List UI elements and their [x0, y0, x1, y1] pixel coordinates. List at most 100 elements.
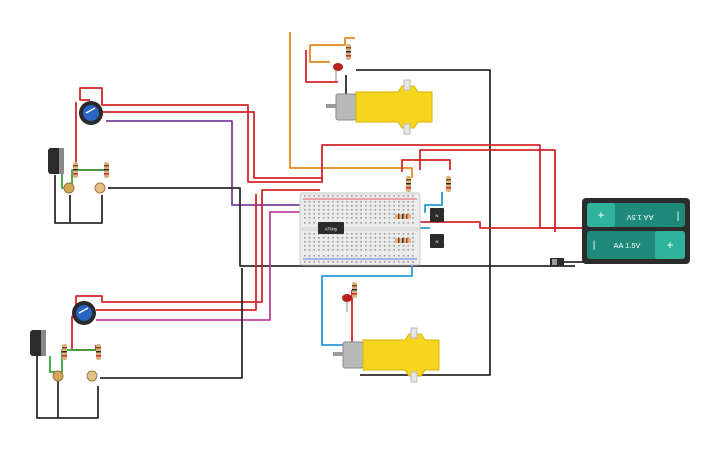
- breadboard-hole: [383, 213, 386, 215]
- breadboard-hole: [313, 237, 315, 239]
- photoresistor-top[interactable]: [94, 182, 106, 194]
- breadboard-hole: [383, 237, 386, 239]
- ic-chip[interactable]: ATtiny: [318, 222, 344, 234]
- transistor-bottom[interactable]: N: [430, 234, 444, 248]
- wire-red-pot2-b: [96, 194, 257, 311]
- breadboard-hole: [383, 222, 386, 224]
- breadboard-hole: [407, 195, 409, 197]
- breadboard-hole: [341, 205, 344, 207]
- resistor-bb-3[interactable]: [395, 214, 411, 219]
- breadboard-hole: [308, 249, 311, 251]
- breadboard-hole: [327, 217, 330, 219]
- potentiometer-bottom[interactable]: [72, 301, 96, 325]
- breadboard-hole: [360, 245, 362, 247]
- breadboard-hole: [374, 249, 377, 251]
- breadboard-hole: [341, 217, 344, 219]
- dc-motor-top[interactable]: [326, 79, 433, 135]
- breadboard-hole: [322, 213, 325, 215]
- breadboard-hole: [379, 237, 381, 239]
- resistor-bb-1[interactable]: [406, 176, 411, 192]
- breadboard-hole: [388, 213, 391, 215]
- breadboard-hole: [388, 209, 391, 211]
- breadboard-hole: [398, 233, 400, 235]
- breadboard-hole: [383, 217, 386, 219]
- breadboard-hole: [351, 209, 353, 211]
- resistor-left-bottom-1[interactable]: [62, 344, 67, 360]
- breadboard-hole: [412, 249, 414, 251]
- resistor-bb-2[interactable]: [446, 176, 451, 192]
- breadboard-hole: [383, 255, 386, 257]
- breadboard-hole: [332, 249, 334, 251]
- breadboard-hole: [341, 213, 344, 215]
- breadboard-hole: [308, 261, 311, 263]
- dc-motor-bottom[interactable]: [333, 327, 440, 383]
- breadboard-hole: [379, 233, 381, 235]
- breadboard-hole: [398, 249, 400, 251]
- breadboard-hole: [360, 201, 362, 203]
- breadboard-hole: [398, 213, 400, 215]
- breadboard-hole: [393, 195, 395, 197]
- breadboard-hole: [398, 205, 400, 207]
- resistor-left-top-1[interactable]: [73, 162, 78, 178]
- ldr-bottom[interactable]: [52, 370, 64, 382]
- led-top[interactable]: [333, 63, 343, 82]
- breadboard-hole: [360, 233, 362, 235]
- transistor-top[interactable]: N: [430, 208, 444, 222]
- breadboard-hole: [355, 217, 358, 219]
- resistor-top[interactable]: [346, 44, 351, 60]
- breadboard-hole: [341, 237, 344, 239]
- breadboard-hole: [313, 233, 315, 235]
- breadboard-hole: [318, 209, 320, 211]
- breadboard-hole: [365, 217, 367, 219]
- breadboard-hole: [393, 209, 395, 211]
- breadboard-hole: [341, 261, 344, 263]
- breadboard-hole: [407, 201, 409, 203]
- breadboard-hole: [341, 201, 344, 203]
- breadboard-hole: [369, 195, 372, 197]
- breadboard-hole: [369, 213, 372, 215]
- breadboard-hole: [332, 245, 334, 247]
- breadboard-hole: [412, 245, 414, 247]
- breadboard-hole: [402, 255, 405, 257]
- breadboard-hole: [393, 241, 395, 243]
- breadboard-hole: [383, 195, 386, 197]
- wire-black-gnd1b: [54, 175, 103, 224]
- battery-pack[interactable]: + | AA 1.5V + | AA 1.5V: [582, 198, 690, 264]
- breadboard-hole: [388, 201, 391, 203]
- breadboard-hole: [336, 255, 339, 257]
- breadboard-hole: [313, 195, 315, 197]
- breadboard-hole: [304, 217, 306, 219]
- breadboard-hole: [369, 217, 372, 219]
- resistor-bottom[interactable]: [352, 282, 357, 298]
- photoresistor-bottom[interactable]: [86, 370, 98, 382]
- breadboard-hole: [398, 245, 400, 247]
- resistor-bb-4[interactable]: [395, 238, 411, 243]
- resistor-left-bottom-2[interactable]: [96, 344, 101, 360]
- breadboard-hole: [332, 261, 334, 263]
- breadboard-hole: [393, 255, 395, 257]
- potentiometer-top[interactable]: [79, 101, 103, 125]
- breadboard-hole: [369, 201, 372, 203]
- capacitor-top[interactable]: [48, 148, 64, 174]
- breadboard-hole: [402, 245, 405, 247]
- breadboard-hole: [407, 255, 409, 257]
- breadboard-hole: [360, 205, 362, 207]
- breadboard-hole: [332, 201, 334, 203]
- capacitor-bottom[interactable]: [30, 330, 46, 356]
- resistor-left-top-2[interactable]: [104, 162, 109, 178]
- breadboard-hole: [379, 261, 381, 263]
- breadboard-hole: [313, 222, 315, 224]
- battery-bottom-plus: +: [666, 238, 673, 252]
- breadboard-hole: [341, 209, 344, 211]
- breadboard-hole: [318, 237, 320, 239]
- breadboard-hole: [308, 195, 311, 197]
- breadboard-hole: [369, 233, 372, 235]
- breadboard-hole: [407, 222, 409, 224]
- breadboard-hole: [336, 241, 339, 243]
- breadboard-hole: [351, 233, 353, 235]
- ldr-top[interactable]: [63, 182, 75, 194]
- wire-orange-res2: [310, 37, 355, 46]
- slide-switch[interactable]: [550, 258, 564, 266]
- breadboard-hole: [374, 233, 377, 235]
- led-bottom[interactable]: [342, 294, 352, 312]
